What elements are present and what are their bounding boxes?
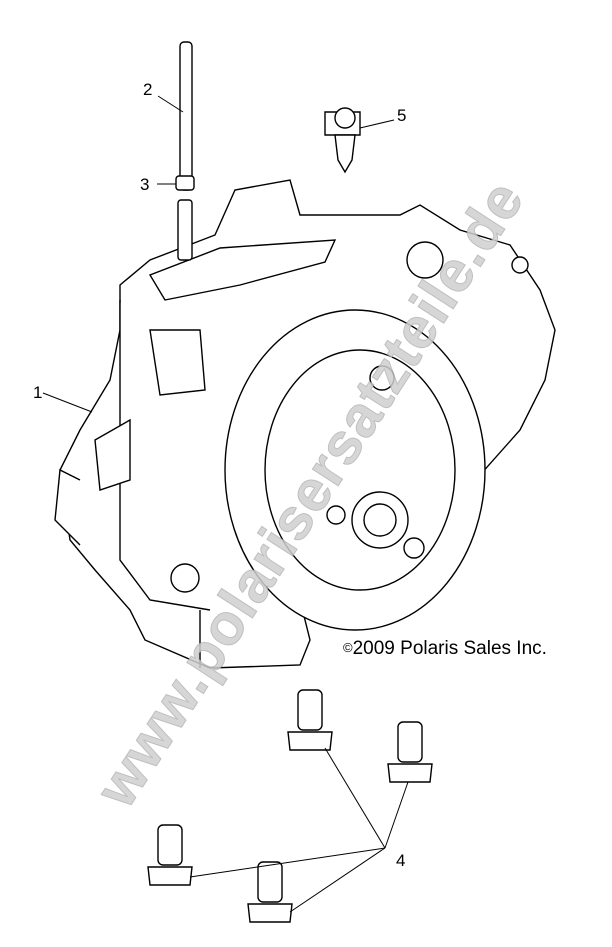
leader-lines [42,95,409,913]
part-4-bolts [147,689,433,923]
callout-1: 1 [33,383,43,402]
part-3-clamp [175,175,195,191]
callout-5: 5 [397,106,407,125]
part-2-tube [179,41,193,191]
callout-4: 4 [396,851,406,870]
callout-3: 3 [140,175,150,194]
callout-2: 2 [143,80,153,99]
copyright-symbol: © [343,640,353,655]
copyright-notice: ©2009 Polaris Sales Inc. [343,638,547,660]
part-1-housing [54,179,556,669]
part-5-fitting [324,107,361,174]
copyright-text: 2009 Polaris Sales Inc. [352,638,547,659]
